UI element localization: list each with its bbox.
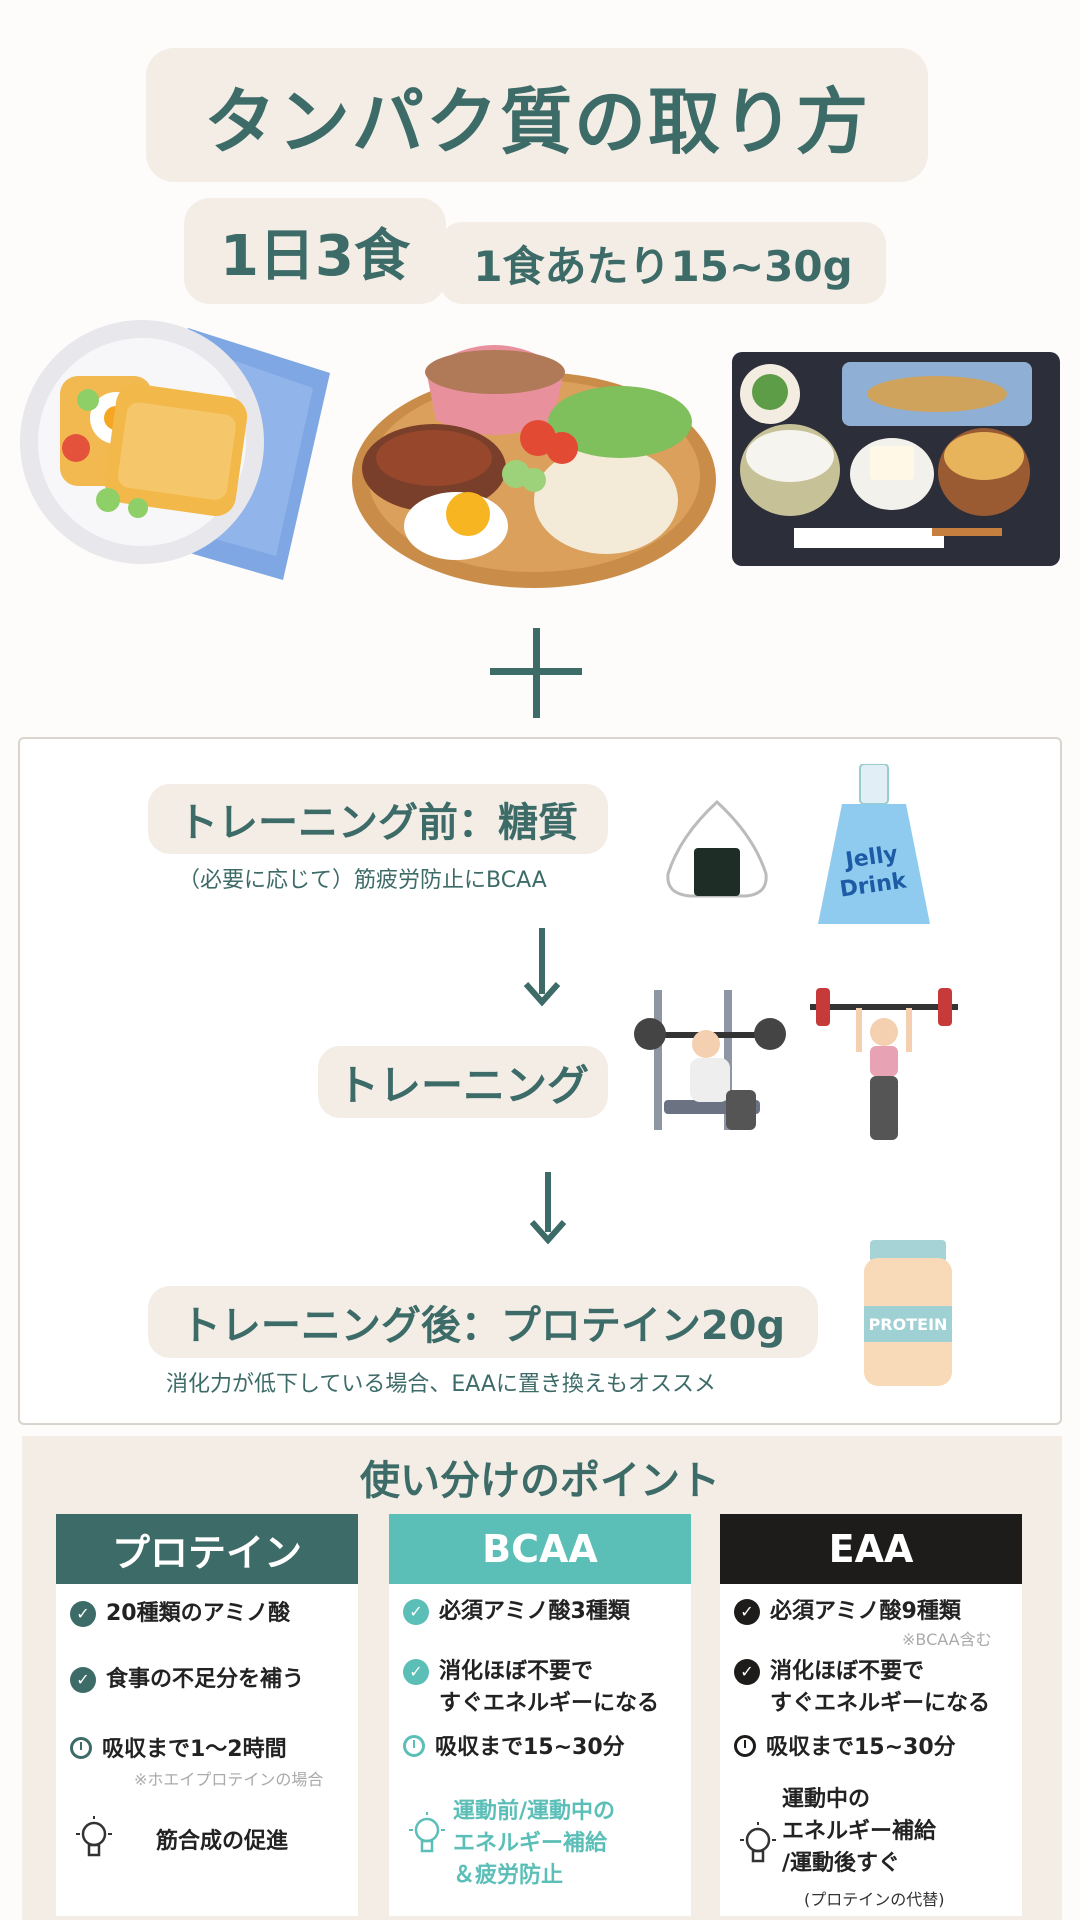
usage-points-title: 使い分けのポイント — [360, 1458, 720, 1504]
check-icon: ✓ — [70, 1667, 96, 1693]
check-icon: ✓ — [70, 1601, 96, 1627]
pre-training-stage: トレーニング前：糖質 — [148, 784, 608, 854]
protein-column-header: プロテイン — [56, 1514, 358, 1584]
bcaa-time: 吸収まで15~30分 — [403, 1732, 625, 1764]
breakfast-toast-illustration — [20, 320, 330, 580]
check-icon: ✓ — [734, 1659, 760, 1685]
bcaa-column-header: BCAA — [389, 1514, 691, 1584]
bcaa-column: BCAA ✓必須アミノ酸3種類 ✓消化ほぼ不要で すぐエネルギーになる 吸収まで… — [389, 1514, 691, 1916]
flow-arrow-1-shaft — [539, 928, 545, 994]
lightbulb-icon — [409, 1812, 445, 1853]
eaa-item-note: ※BCAA含む — [902, 1630, 992, 1649]
onigiri-icon — [666, 799, 768, 898]
eaa-effect: 運動中の エネルギー補給 /運動後すぐ — [782, 1787, 937, 1876]
per-meal-amount-label: 1食あたり15~30g — [440, 222, 886, 304]
check-icon: ✓ — [734, 1599, 760, 1625]
eaa-item-1: ✓必須アミノ酸9種類 — [734, 1596, 961, 1628]
hamburg-steak-plate-illustration — [352, 345, 716, 588]
protein-time-note: ※ホエイプロテインの場合 — [134, 1770, 324, 1789]
clock-icon — [403, 1735, 425, 1757]
eaa-column: EAA ✓必須アミノ酸9種類 ※BCAA含む ✓消化ほぼ不要で すぐエネルギーに… — [720, 1514, 1022, 1916]
bcaa-item-1: ✓必須アミノ酸3種類 — [403, 1596, 630, 1628]
jelly-drink-icon: Jelly Drink — [818, 764, 930, 924]
protein-effect: 筋合成の促進 — [156, 1829, 289, 1854]
protein-column: プロテイン ✓20種類のアミノ酸 ✓食事の不足分を補う 吸収まで1〜2時間 ※ホ… — [56, 1514, 358, 1916]
clock-icon — [734, 1735, 756, 1757]
check-icon: ✓ — [403, 1599, 429, 1625]
bcaa-effect: 運動前/運動中の エネルギー補給 ＆疲労防止 — [453, 1799, 616, 1888]
eaa-effect-note: (プロテインの代替) — [804, 1890, 945, 1909]
protein-time: 吸収まで1〜2時間 — [70, 1734, 287, 1766]
overhead-press-icon — [810, 988, 958, 1140]
lightbulb-icon — [740, 1822, 776, 1863]
clock-icon — [70, 1737, 92, 1759]
bcaa-column-body: ✓必須アミノ酸3種類 ✓消化ほぼ不要で すぐエネルギーになる 吸収まで15~30… — [389, 1584, 691, 1916]
post-training-note: 消化力が低下している場合、EAAに置き換えもオススメ — [166, 1372, 716, 1397]
check-icon: ✓ — [403, 1659, 429, 1685]
flow-arrow-1-head — [523, 982, 561, 1006]
lightbulb-icon — [76, 1816, 112, 1857]
training-stage: トレーニング — [318, 1046, 608, 1118]
protein-item-1: ✓20種類のアミノ酸 — [70, 1598, 290, 1630]
flow-arrow-2-head — [529, 1220, 567, 1244]
meals-per-day-label: 1日3食 — [184, 198, 446, 304]
bcaa-item-2: ✓消化ほぼ不要で すぐエネルギーになる — [403, 1656, 659, 1720]
plus-sign-horizontal — [490, 668, 582, 675]
japanese-set-meal-illustration — [732, 352, 1060, 566]
eaa-item-2: ✓消化ほぼ不要で すぐエネルギーになる — [734, 1656, 990, 1720]
eaa-column-header: EAA — [720, 1514, 1022, 1584]
eaa-time: 吸収まで15~30分 — [734, 1732, 956, 1764]
protein-powder-icon: PROTEIN — [864, 1240, 952, 1386]
flow-arrow-2-shaft — [545, 1172, 551, 1232]
pre-training-note: （必要に応じて）筋疲労防止にBCAA — [178, 868, 547, 893]
protein-label-text: PROTEIN — [869, 1315, 948, 1334]
bench-press-icon — [634, 990, 786, 1130]
protein-item-2: ✓食事の不足分を補う — [70, 1664, 304, 1696]
eaa-column-body: ✓必須アミノ酸9種類 ※BCAA含む ✓消化ほぼ不要で すぐエネルギーになる 吸… — [720, 1584, 1022, 1916]
protein-column-body: ✓20種類のアミノ酸 ✓食事の不足分を補う 吸収まで1〜2時間 ※ホエイプロテイ… — [56, 1584, 358, 1916]
page-title: タンパク質の取り方 — [146, 48, 928, 182]
post-training-stage: トレーニング後：プロテイン20g — [148, 1286, 818, 1358]
